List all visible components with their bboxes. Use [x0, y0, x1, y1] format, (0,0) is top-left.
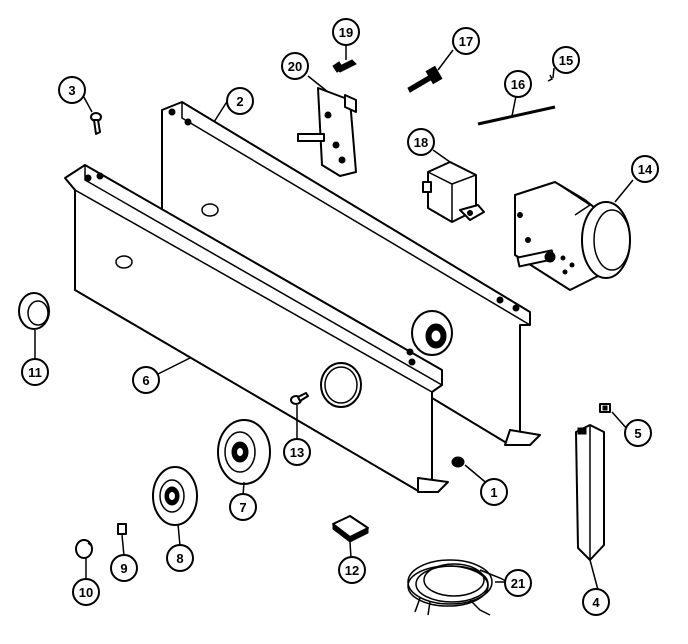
callout-21: 21 [504, 569, 532, 597]
callout-16: 16 [504, 70, 532, 98]
callout-11: 11 [21, 358, 49, 386]
callout-15: 15 [552, 46, 580, 74]
svg-text:9: 9 [120, 561, 127, 576]
part-15-clip [547, 74, 554, 82]
svg-text:10: 10 [79, 585, 93, 600]
svg-text:3: 3 [68, 83, 75, 98]
callouts: 1 2 3 4 5 6 7 8 9 10 11 12 13 14 15 16 1… [21, 18, 659, 616]
part-10-cap [75, 539, 93, 559]
svg-text:2: 2 [236, 94, 243, 109]
callout-18: 18 [407, 128, 435, 156]
part-16-rod [477, 105, 556, 126]
svg-text:12: 12 [345, 563, 359, 578]
part-14-motor [514, 181, 631, 291]
callout-4: 4 [582, 588, 610, 616]
part-12-pad [332, 515, 369, 544]
part-17-screw [407, 65, 443, 93]
part-9-clip [117, 523, 127, 535]
svg-text:5: 5 [634, 426, 641, 441]
svg-text:1: 1 [490, 485, 497, 500]
part-21-wire-harness [407, 559, 509, 616]
svg-text:13: 13 [290, 445, 304, 460]
part-4-leg [575, 424, 605, 561]
svg-text:21: 21 [511, 576, 525, 591]
part-6-front-console [64, 164, 449, 493]
callout-10: 10 [72, 578, 100, 606]
part-3-screw [90, 112, 102, 135]
callout-2: 2 [226, 87, 254, 115]
callout-9: 9 [110, 554, 138, 582]
part-20-bracket [297, 87, 357, 177]
svg-text:20: 20 [288, 59, 302, 74]
svg-text:7: 7 [239, 500, 246, 515]
callout-1: 1 [480, 478, 508, 506]
part-7-knob [217, 419, 271, 485]
callout-20: 20 [281, 52, 309, 80]
callout-13: 13 [283, 438, 311, 466]
part-8-knob [152, 466, 198, 526]
callout-6: 6 [132, 366, 160, 394]
svg-text:14: 14 [638, 162, 653, 177]
svg-text:8: 8 [176, 551, 183, 566]
callout-5: 5 [624, 419, 652, 447]
part-11-knob [18, 292, 50, 330]
svg-text:6: 6 [142, 373, 149, 388]
callout-8: 8 [166, 544, 194, 572]
part-13-screw [290, 392, 309, 405]
callout-14: 14 [631, 155, 659, 183]
part-1-nut [451, 456, 465, 468]
part-19-screw [332, 59, 357, 73]
callout-19: 19 [332, 18, 360, 46]
part-18-switch [422, 161, 485, 223]
part-5-clip [599, 403, 611, 413]
svg-text:17: 17 [459, 34, 473, 49]
svg-text:11: 11 [28, 365, 42, 380]
callout-3: 3 [58, 76, 86, 104]
callout-12: 12 [338, 556, 366, 584]
callout-17: 17 [452, 27, 480, 55]
svg-text:19: 19 [339, 25, 353, 40]
rear-panel-hub [411, 310, 453, 356]
callout-7: 7 [229, 493, 257, 521]
svg-text:15: 15 [559, 53, 573, 68]
svg-text:4: 4 [592, 595, 600, 610]
svg-text:18: 18 [414, 135, 428, 150]
part-2-rear-panel [161, 101, 541, 446]
svg-text:16: 16 [511, 77, 525, 92]
